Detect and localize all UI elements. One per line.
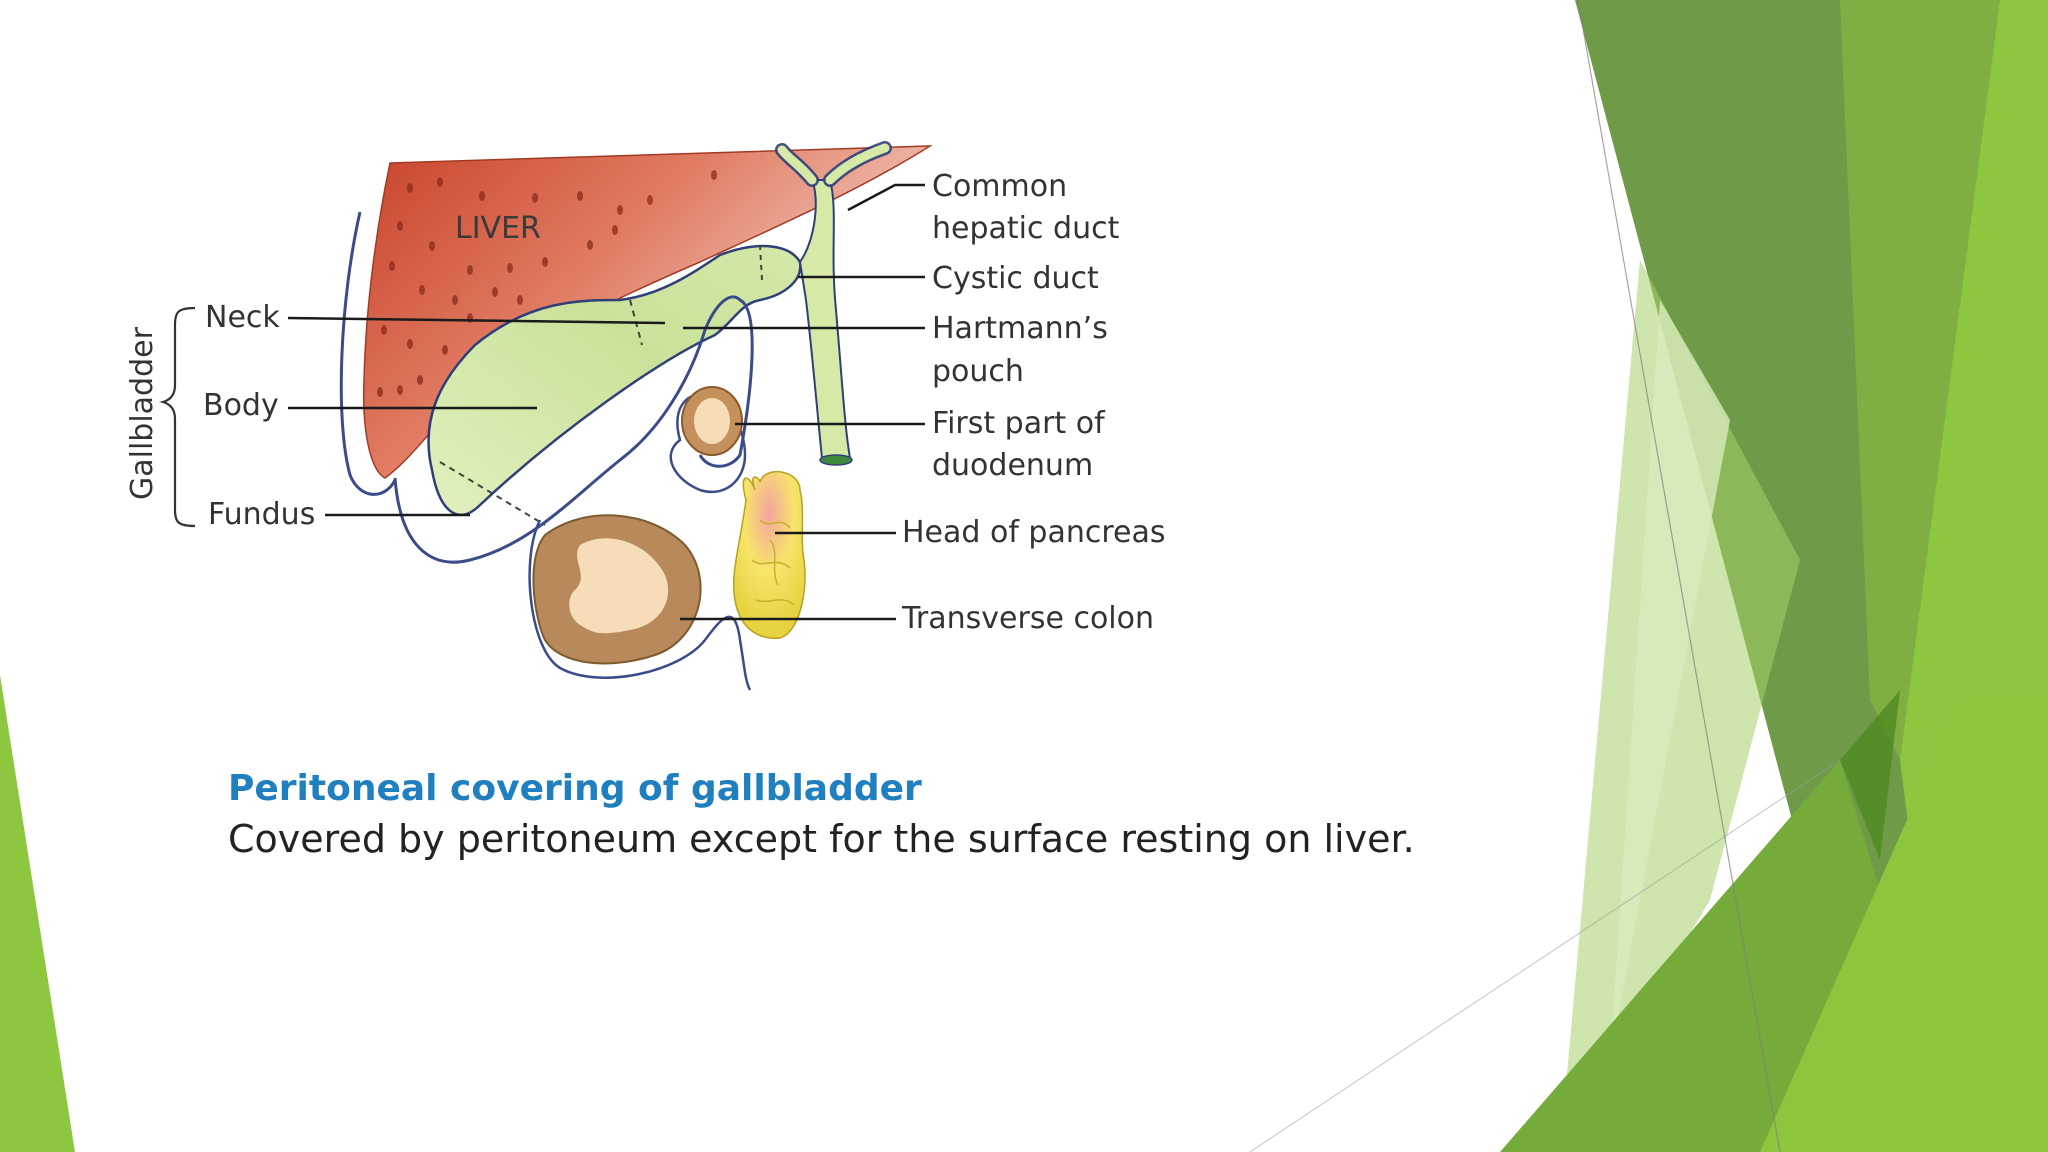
gallbladder-bracket-label: Gallbladder [125, 326, 160, 500]
label-hartmanns-pouch-line1: Hartmann’s [932, 311, 1108, 346]
label-neck: Neck [205, 300, 280, 335]
liver-label: LIVER [455, 211, 541, 246]
left-green-wedge [0, 675, 75, 1152]
label-hartmanns-pouch-line2: pouch [932, 354, 1024, 389]
leader-common-hepatic [847, 183, 925, 212]
duodenum-shape [669, 386, 747, 493]
label-body: Body [203, 388, 279, 423]
thin-line-1 [1577, 0, 1781, 1152]
label-cystic-duct: Cystic duct [932, 261, 1099, 296]
label-head-of-pancreas: Head of pancreas [902, 515, 1166, 550]
deep-green-shard [1840, 690, 1900, 860]
label-first-part-duodenum-line1: First part of [932, 406, 1106, 441]
leader-neck [287, 316, 666, 325]
common-bile-duct [798, 179, 852, 459]
fundus-divider [439, 461, 546, 526]
caption-title: Peritoneal covering of gallbladder [228, 768, 922, 809]
label-common-hepatic-duct-line1: Common [932, 169, 1067, 204]
colon-peritoneum [528, 519, 752, 691]
peritoneum-lower [393, 295, 754, 564]
right-mid-green-panel [1840, 0, 2000, 760]
hepatic-ducts-inner [777, 143, 890, 185]
caption-body: Covered by peritoneum except for the sur… [228, 817, 1415, 861]
bottom-bright-facet [1760, 700, 2048, 1152]
label-fundus: Fundus [208, 497, 315, 532]
pancreas-shape [732, 471, 806, 639]
label-first-part-duodenum-line2: duodenum [932, 448, 1093, 483]
peritoneum-line [339, 211, 397, 496]
duct-end [819, 454, 853, 466]
gallbladder-diagram: LIVER Gallbladder [125, 141, 1166, 691]
transverse-colon-shape [528, 514, 752, 691]
label-common-hepatic-duct-line2: hepatic duct [932, 211, 1120, 246]
gallbladder-bracket [159, 306, 196, 528]
thin-line-2 [1249, 759, 1841, 1152]
label-transverse-colon: Transverse colon [901, 601, 1154, 636]
right-pale-facet [1610, 300, 1730, 1060]
